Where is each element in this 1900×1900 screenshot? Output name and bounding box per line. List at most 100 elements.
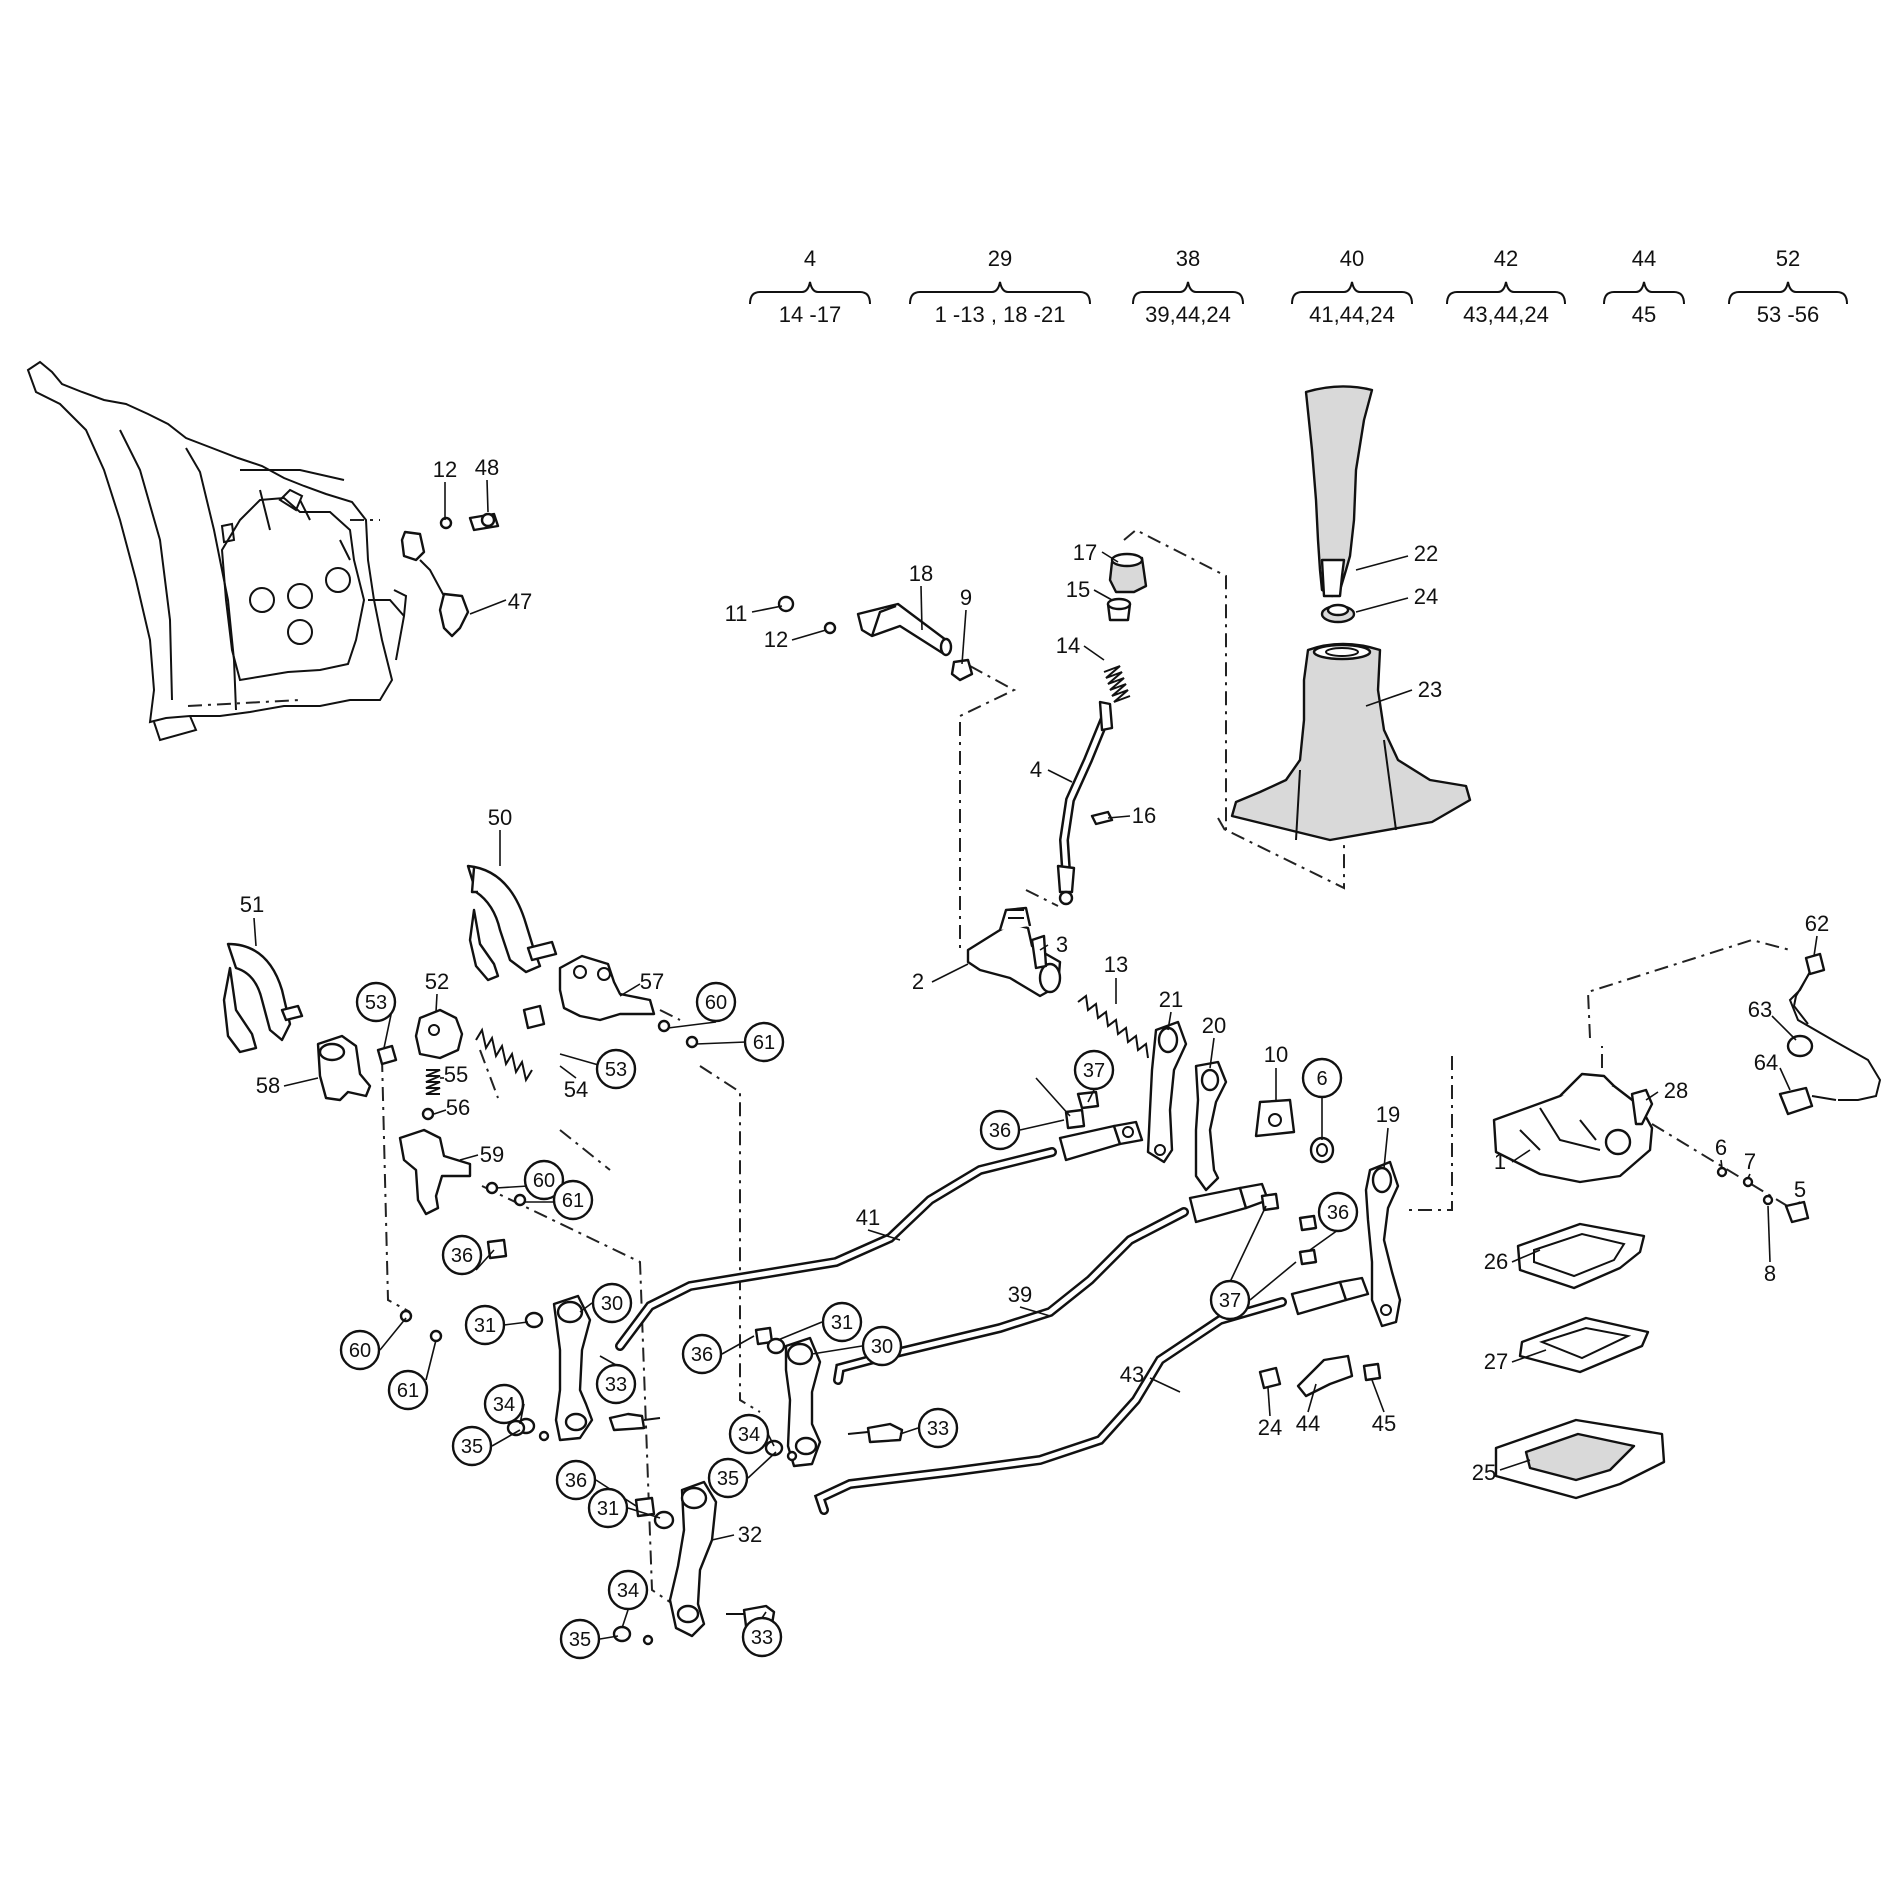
leader-line bbox=[503, 1321, 529, 1326]
callout-24: 24 bbox=[1258, 1415, 1282, 1440]
callout-56: 56 bbox=[446, 1095, 470, 1120]
ball-56 bbox=[421, 1107, 435, 1121]
circled-callout-37: 37 bbox=[1209, 1279, 1251, 1321]
callout-7: 7 bbox=[1744, 1149, 1756, 1174]
shift-boot bbox=[1230, 642, 1472, 842]
leader-line bbox=[1767, 1205, 1771, 1263]
callout-number: 33 bbox=[751, 1627, 773, 1649]
shift-rod-43 bbox=[813, 1276, 1370, 1515]
shift-guide bbox=[966, 906, 1062, 998]
callout-circle bbox=[861, 1325, 903, 1367]
callout-circle bbox=[741, 1616, 783, 1658]
callout-number: 30 bbox=[601, 1293, 623, 1315]
callout-number: 36 bbox=[691, 1344, 713, 1366]
leader-line bbox=[931, 963, 969, 983]
shaft-57 bbox=[558, 954, 656, 1022]
callout-25: 25 bbox=[1472, 1460, 1496, 1485]
leader-line bbox=[695, 1041, 747, 1045]
circled-callout-61: 61 bbox=[552, 1179, 594, 1221]
leader-line bbox=[1019, 1119, 1065, 1131]
callout-circle bbox=[587, 1487, 629, 1529]
circled-callout-37: 37 bbox=[1073, 1049, 1115, 1091]
circled-callout-6: 6 bbox=[1301, 1057, 1343, 1099]
assembly-dashes bbox=[381, 528, 1795, 1607]
circled-callout-60: 60 bbox=[523, 1159, 565, 1201]
leader-line bbox=[475, 1249, 495, 1271]
leader-line bbox=[559, 1053, 603, 1067]
shift-fork-50 bbox=[466, 864, 558, 982]
leader-line bbox=[1511, 1349, 1547, 1363]
callout-circle bbox=[728, 1413, 770, 1455]
lever-32 bbox=[668, 1480, 718, 1638]
leader-line bbox=[253, 917, 257, 947]
circled-callout-31: 31 bbox=[464, 1304, 506, 1346]
callout-circle bbox=[607, 1569, 649, 1611]
brace-line bbox=[1446, 281, 1566, 305]
shift-rod-39 bbox=[833, 1182, 1270, 1385]
leader-line bbox=[1149, 1377, 1181, 1393]
callout-circle bbox=[1209, 1279, 1251, 1321]
cable-62 bbox=[1788, 952, 1882, 1101]
leader-line bbox=[1645, 1091, 1659, 1101]
leader-line bbox=[751, 605, 783, 613]
callout-circle bbox=[559, 1618, 601, 1660]
cover-plate-26 bbox=[1516, 1222, 1646, 1290]
circled-callout-33: 33 bbox=[741, 1616, 783, 1658]
callout-number: 33 bbox=[605, 1374, 627, 1396]
circled-callout-36: 36 bbox=[681, 1333, 723, 1375]
leader-lines bbox=[253, 479, 1818, 1640]
callout-32: 32 bbox=[738, 1522, 762, 1547]
callout-circle bbox=[355, 981, 397, 1023]
lever-30-left bbox=[552, 1294, 594, 1442]
selector-rod bbox=[1056, 700, 1114, 906]
callout-17: 17 bbox=[1073, 540, 1097, 565]
callout-18: 18 bbox=[909, 561, 933, 586]
lever-30-mid bbox=[784, 1336, 822, 1468]
leader-line bbox=[627, 1507, 661, 1519]
callout-number: 35 bbox=[717, 1468, 739, 1490]
shift-ring bbox=[1320, 603, 1356, 624]
grommet-63 bbox=[1786, 1034, 1814, 1058]
group-number: 44 bbox=[1632, 246, 1656, 271]
leader-line bbox=[1249, 1261, 1297, 1301]
callout-circle bbox=[523, 1159, 565, 1201]
group-number: 4 bbox=[804, 246, 816, 271]
leader-line bbox=[491, 1429, 521, 1447]
callout-15: 15 bbox=[1066, 577, 1090, 602]
callout-number: 6 bbox=[1316, 1068, 1327, 1090]
callout-11: 11 bbox=[725, 601, 748, 626]
callout-12: 12 bbox=[764, 627, 788, 652]
callout-circle bbox=[695, 981, 737, 1023]
leader-line bbox=[791, 629, 827, 641]
brace-line bbox=[749, 281, 871, 305]
nuts-and-bolts bbox=[486, 1238, 904, 1646]
washer-6 bbox=[1309, 1136, 1335, 1164]
callout-6: 6 bbox=[1715, 1135, 1727, 1160]
callout-26: 26 bbox=[1484, 1249, 1508, 1274]
callout-24: 24 bbox=[1414, 584, 1438, 609]
callout-circle bbox=[464, 1304, 506, 1346]
callout-circle bbox=[681, 1333, 723, 1375]
shift-knob bbox=[1304, 385, 1374, 598]
leader-line bbox=[1365, 689, 1413, 707]
circled-callout-33: 33 bbox=[595, 1363, 637, 1405]
group-brace-29: 291 -13 , 18 -21 bbox=[909, 246, 1091, 327]
circled-callout-30: 30 bbox=[861, 1325, 903, 1367]
leader-line bbox=[1093, 589, 1113, 601]
group-number: 40 bbox=[1340, 246, 1364, 271]
leader-line bbox=[1813, 935, 1818, 957]
leader-line bbox=[1167, 1011, 1172, 1031]
leader-line bbox=[486, 479, 489, 513]
pin-53 bbox=[376, 1044, 398, 1066]
leader-line bbox=[961, 609, 967, 665]
leader-line bbox=[619, 983, 641, 997]
leader-line bbox=[1107, 815, 1131, 819]
leader-line bbox=[1383, 1127, 1389, 1169]
shaft-52 bbox=[414, 1008, 464, 1060]
leader-line bbox=[1035, 1077, 1071, 1117]
callout-number: 35 bbox=[569, 1629, 591, 1651]
group-range: 1 -13 , 18 -21 bbox=[935, 302, 1066, 327]
